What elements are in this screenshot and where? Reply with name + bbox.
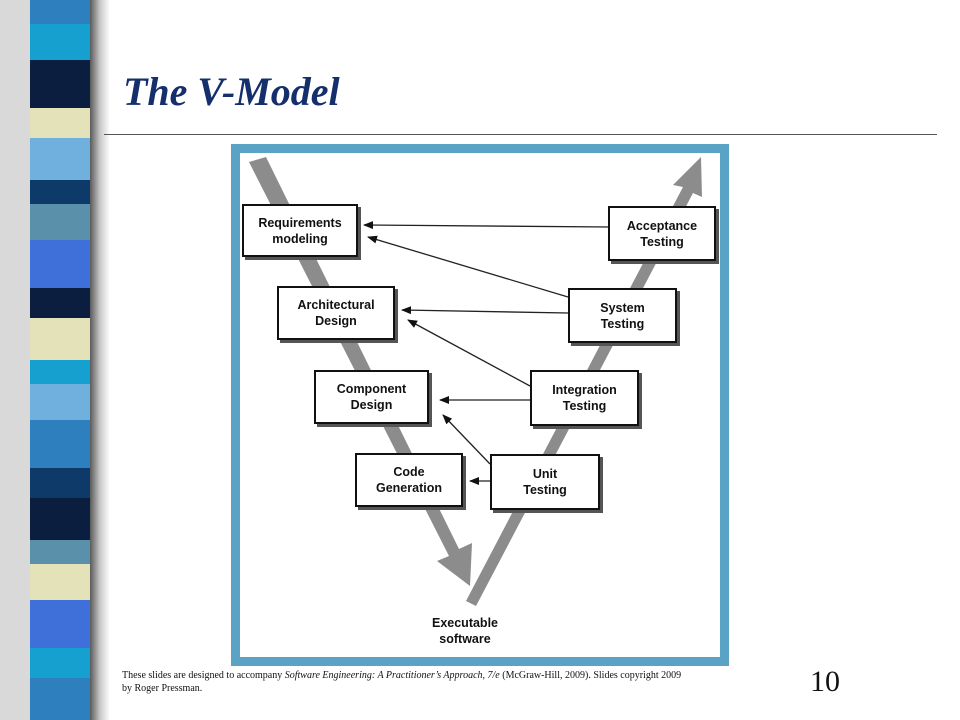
arrow-integration-to-architectural bbox=[407, 319, 531, 387]
strip-block bbox=[30, 600, 90, 648]
strip-block bbox=[30, 180, 90, 204]
arrow-acceptance-to-requirements bbox=[363, 221, 611, 230]
strip-block bbox=[30, 678, 90, 720]
strip-block bbox=[30, 564, 90, 600]
strip-block bbox=[30, 360, 90, 384]
strip-block bbox=[30, 108, 90, 138]
strip-block bbox=[30, 540, 90, 564]
copyright-footer: These slides are designed to accompany S… bbox=[122, 670, 682, 694]
title-divider bbox=[104, 134, 937, 135]
strip-block bbox=[30, 24, 90, 60]
arrow-unit-to-component bbox=[442, 414, 491, 465]
strip-block bbox=[30, 318, 90, 360]
strip-block bbox=[30, 468, 90, 498]
arrow-system-to-requirements bbox=[367, 235, 569, 298]
decorative-side-strip bbox=[0, 0, 110, 720]
strip-block bbox=[30, 204, 90, 240]
strip-block bbox=[30, 138, 90, 180]
strip-block bbox=[30, 288, 90, 318]
arrow-system-to-architectural bbox=[401, 306, 569, 315]
strip-block bbox=[30, 60, 90, 108]
page-number: 10 bbox=[810, 665, 840, 698]
strip-block bbox=[30, 420, 90, 468]
strip-block bbox=[30, 240, 90, 288]
strip-block bbox=[30, 648, 90, 678]
strip-block bbox=[30, 0, 90, 24]
strip-block bbox=[30, 498, 90, 540]
slide-title: The V-Model bbox=[123, 69, 340, 114]
strip-block bbox=[30, 384, 90, 420]
